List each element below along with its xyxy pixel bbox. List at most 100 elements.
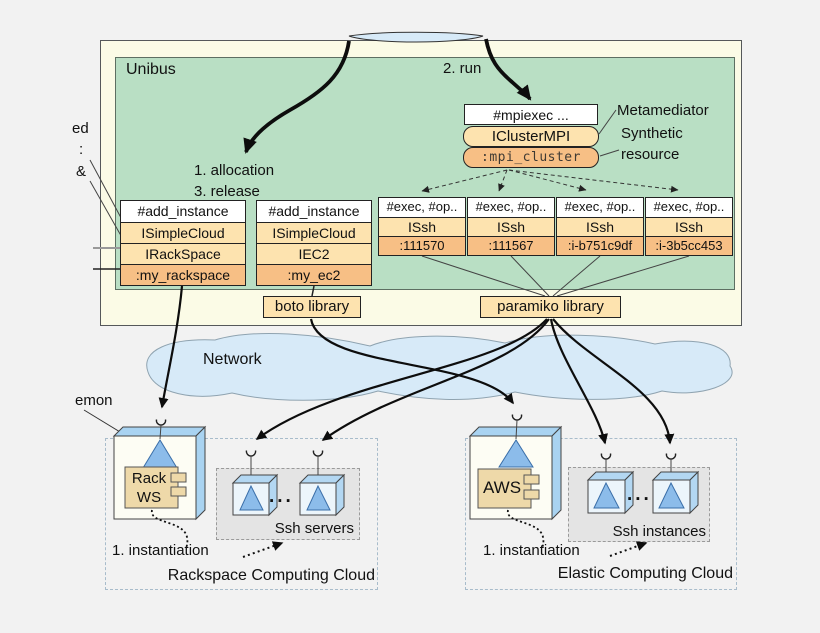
paramiko-instance2-arrow <box>552 318 675 445</box>
ec2-mediator-stack: #add_instance ISimpleCloud IEC2 :my_ec2 <box>256 200 372 286</box>
stack-row: ISsh <box>557 217 643 236</box>
socket-rack <box>155 419 167 426</box>
ssh4-paramiko-line <box>556 255 690 297</box>
aws-component <box>477 468 532 509</box>
ssh-mediator-stack-2: #exec, #op.. ISsh :111567 <box>467 197 555 256</box>
stack-row: :i-3b5cc453 <box>646 236 732 255</box>
rack-socket-stub <box>159 424 162 440</box>
rack-ws-line1: Rack <box>131 470 167 487</box>
instance-cube1-triangle <box>593 481 620 509</box>
rack-daemon-box-side <box>195 425 206 521</box>
mpiexec-command-box: #mpiexec ... <box>464 104 598 125</box>
elastic-cloud-title: Elastic Computing Cloud <box>557 565 733 582</box>
ssh1-paramiko-line <box>421 255 546 297</box>
socket-server-2 <box>312 450 324 457</box>
socket-server-1 <box>245 450 257 457</box>
aws-daemon-box-top <box>468 426 563 437</box>
run-arrow <box>484 38 532 101</box>
aws-daemon-box-side <box>551 425 562 521</box>
edge-fragment-ed: ed <box>72 120 89 137</box>
mpi-cluster-resource-pill: :mpi_cluster <box>463 147 599 168</box>
aws-provider-triangle <box>498 439 534 468</box>
instance-cube2-triangle <box>658 481 685 509</box>
servers-ellipsis: ... <box>269 486 294 507</box>
application-ellipse <box>348 31 484 43</box>
stack-row: #exec, #op.. <box>379 198 465 217</box>
instantiation-label-left: 1. instantiation <box>112 542 209 559</box>
unibus-title: Unibus <box>126 61 176 78</box>
stack-row: #add_instance <box>121 201 245 222</box>
aws-tab-2 <box>523 489 540 500</box>
rack-ws-tab-2 <box>170 486 187 497</box>
aws-socket-stub <box>515 419 518 440</box>
allocation-arrow <box>243 40 351 154</box>
rackspace-mediator-stack: #add_instance ISimpleCloud IRackSpace :m… <box>120 200 246 286</box>
dispatch-arrow-4 <box>508 169 679 193</box>
rack-ws-line2: WS <box>136 489 162 506</box>
ssh2-paramiko-line <box>510 255 550 297</box>
stack-row: #add_instance <box>257 201 371 222</box>
rack-instantiation-trail <box>151 509 189 550</box>
stack-row: #exec, #op.. <box>557 198 643 217</box>
stack-row: :111567 <box>468 236 554 255</box>
instance-cube2-side <box>689 470 699 515</box>
dispatch-arrow-3 <box>508 169 587 192</box>
metamediator-callout: Metamediator <box>617 102 709 119</box>
network-label: Network <box>203 351 262 368</box>
rackspace-cloud-title: Rackspace Computing Cloud <box>167 567 375 584</box>
ssh-instances-label: Ssh instances <box>612 523 706 540</box>
ssh3-paramiko-line <box>552 255 601 297</box>
ssh-servers-label: Ssh servers <box>274 520 354 537</box>
aws-component-label: AWS <box>482 478 522 497</box>
stack-row: IRackSpace <box>121 243 245 264</box>
stack-row: ISsh <box>379 217 465 236</box>
instantiation-arrow-right <box>609 541 648 557</box>
stack-row: #exec, #op.. <box>468 198 554 217</box>
paramiko-instance1-arrow <box>549 318 608 445</box>
run-step-label: 2. run <box>443 60 482 77</box>
socket-instance-2 <box>665 453 677 460</box>
aws-instantiation-trail <box>507 509 545 550</box>
release-step-label: 3. release <box>194 183 260 200</box>
server-cube1-triangle <box>239 484 264 511</box>
rack-ws-component-label: Rack WS <box>125 469 173 507</box>
stack-row: :my_ec2 <box>257 264 371 285</box>
rackspace-cloud-boundary <box>105 438 378 590</box>
synthetic-callout-line2: resource <box>621 146 680 163</box>
stack-row: ISimpleCloud <box>121 222 245 243</box>
allocation-step-label: 1. allocation <box>194 162 275 179</box>
icluster-interface-pill: IClusterMPI <box>463 126 599 147</box>
stack-row: :my_rackspace <box>121 264 245 285</box>
dispatch-arrow-2 <box>498 169 508 192</box>
socket-aws <box>511 414 523 421</box>
synthetic-line <box>599 149 620 157</box>
ssh-mediator-stack-3: #exec, #op.. ISsh :i-b751c9df <box>556 197 644 256</box>
stack-row: :i-b751c9df <box>557 236 643 255</box>
instantiation-label-right: 1. instantiation <box>483 542 580 559</box>
synthetic-callout-line1: Synthetic <box>621 125 683 142</box>
boto-aws-arrow <box>309 318 514 405</box>
stack-row: ISsh <box>646 217 732 236</box>
paramiko-library-box: paramiko library <box>480 296 621 318</box>
rack-daemon-box-top <box>112 426 207 437</box>
edge-fragment-daemon: emon <box>75 392 113 409</box>
edge-fragment-amp: & <box>76 163 87 180</box>
stack-row: ISsh <box>468 217 554 236</box>
stack-row: ISimpleCloud <box>257 222 371 243</box>
metamediator-line <box>598 109 617 135</box>
ssh-mediator-stack-1: #exec, #op.. ISsh :111570 <box>378 197 466 256</box>
edge-fragment-colon: : <box>79 141 84 158</box>
stack-row: :111570 <box>379 236 465 255</box>
rackspace-daemon-arrow <box>158 285 184 409</box>
boto-library-box: boto library <box>263 296 361 318</box>
rack-ws-tab-1 <box>170 472 187 483</box>
socket-instance-1 <box>600 453 612 460</box>
ec2-boto-line <box>311 285 315 297</box>
instantiation-arrow-left <box>242 541 284 558</box>
dispatch-arrow-1 <box>421 169 508 193</box>
stack-row: #exec, #op.. <box>646 198 732 217</box>
server-cube2-triangle <box>306 484 331 511</box>
edge-link-2 <box>89 180 125 242</box>
